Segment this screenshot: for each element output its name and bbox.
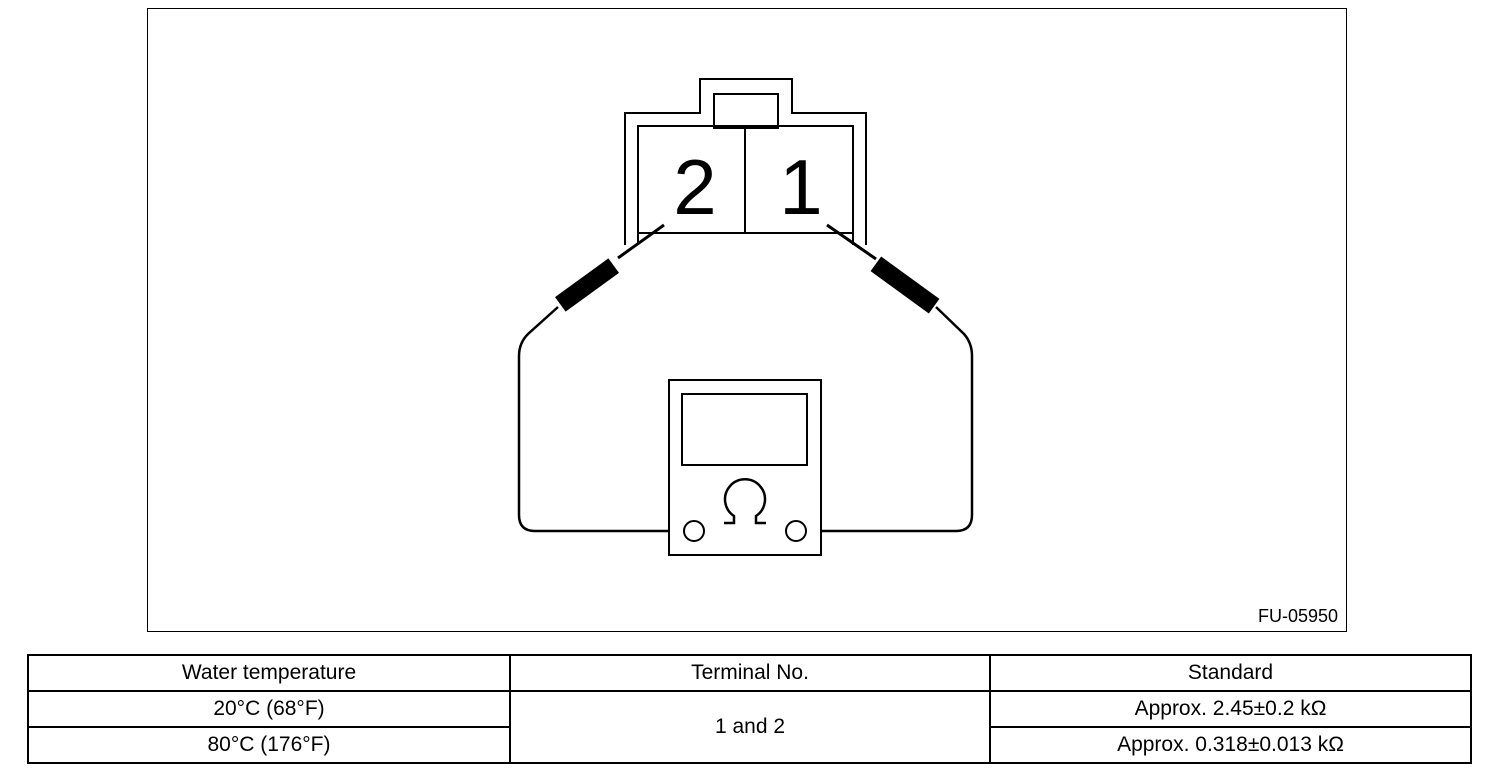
connector (624, 78, 867, 245)
table-row: 20°C (68°F) 1 and 2 Approx. 2.45±0.2 kΩ (27, 690, 1472, 764)
ohmmeter-left-jack (683, 520, 705, 542)
left-probe-lead (517, 306, 681, 533)
terminal-no-cell: 1 and 2 (509, 690, 991, 764)
left-probe-handle (555, 258, 619, 312)
terminal-cell-1 (744, 125, 854, 234)
ohmmeter-right-jack (785, 520, 807, 542)
terminal-label-2: 2 (673, 143, 716, 231)
left-probe-tip (617, 223, 665, 260)
terminal-label-1: 1 (779, 143, 822, 231)
resistance-spec-table: Water temperature Terminal No. Standard … (27, 654, 1472, 764)
temperature-cell: 80°C (176°F) (27, 726, 511, 764)
connector-resistance-diagram: 2 1 (517, 78, 974, 556)
right-probe-handle (870, 256, 940, 314)
standard-cell: Approx. 2.45±0.2 kΩ (989, 690, 1472, 728)
header-terminal-no: Terminal No. (509, 654, 991, 692)
connector-housing (624, 78, 867, 245)
figure-code: FU-05950 (1257, 606, 1338, 626)
ohm-symbol-icon (723, 478, 767, 525)
diagram-frame: 2 1 FU-05950 (147, 8, 1347, 632)
header-water-temperature: Water temperature (27, 654, 511, 692)
header-standard: Standard (989, 654, 1472, 692)
temperature-cell: 20°C (68°F) (27, 690, 511, 728)
connector-lock-tab (713, 93, 779, 129)
left-probe (517, 223, 681, 533)
right-probe-tip (826, 223, 877, 261)
table-header-row: Water temperature Terminal No. Standard (27, 654, 1472, 692)
right-probe-lead (804, 306, 974, 533)
table-row: 80°C (176°F) Approx. 0.318±0.013 kΩ (27, 726, 1472, 764)
ohmmeter (668, 379, 822, 556)
right-probe (804, 223, 974, 533)
ohmmeter-display (681, 393, 808, 466)
standard-cell: Approx. 0.318±0.013 kΩ (989, 726, 1472, 764)
